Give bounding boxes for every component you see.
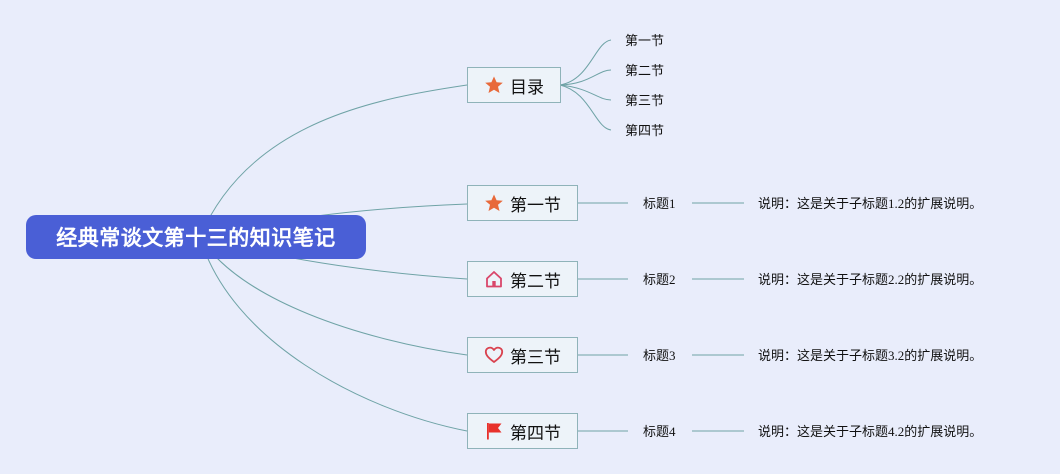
star-icon [484, 75, 504, 95]
section-1-subtitle[interactable]: 标题1 [643, 196, 676, 211]
section-node-1[interactable]: 第一节 [467, 185, 578, 221]
section-node-2[interactable]: 第二节 [467, 261, 578, 297]
toc-item-1[interactable]: 第一节 [625, 33, 665, 48]
root-topic[interactable]: 经典常谈文第十三的知识笔记 [26, 215, 366, 259]
section-1-note[interactable]: 说明：这是关于子标题1.2的扩展说明。 [758, 196, 983, 211]
section-label: 第三节 [510, 347, 561, 368]
section-3-subtitle[interactable]: 标题3 [643, 348, 676, 363]
toc-item-3[interactable]: 第三节 [625, 93, 665, 108]
section-4-subtitle[interactable]: 标题4 [643, 424, 676, 439]
section-label: 第四节 [510, 423, 561, 444]
star-icon [484, 193, 504, 213]
flag-icon [484, 421, 504, 441]
connector-toc-item-2 [559, 69, 612, 86]
root-title: 经典常谈文第十三的知识笔记 [56, 226, 336, 250]
section-4-note[interactable]: 说明：这是关于子标题4.2的扩展说明。 [758, 424, 983, 439]
connector-root-section-4 [199, 236, 468, 432]
connector-root-section-3 [199, 236, 468, 356]
connector-toc-item-1 [559, 39, 612, 86]
toc-item-4[interactable]: 第四节 [625, 123, 665, 138]
section-2-subtitle[interactable]: 标题2 [643, 272, 676, 287]
connector-toc-item-3 [559, 84, 612, 101]
section-3-note[interactable]: 说明：这是关于子标题3.2的扩展说明。 [758, 348, 983, 363]
section-label: 第一节 [510, 195, 561, 216]
section-node-3[interactable]: 第三节 [467, 337, 578, 373]
toc-label: 目录 [510, 77, 544, 98]
section-2-note[interactable]: 说明：这是关于子标题2.2的扩展说明。 [758, 272, 983, 287]
section-node-4[interactable]: 第四节 [467, 413, 578, 449]
connector-toc-item-4 [559, 84, 612, 131]
toc-node[interactable]: 目录 [467, 67, 561, 103]
home-icon [484, 269, 504, 289]
heart-icon [484, 345, 504, 365]
connector-root-toc [199, 84, 468, 238]
toc-item-2[interactable]: 第二节 [625, 63, 665, 78]
section-label: 第二节 [510, 271, 561, 292]
